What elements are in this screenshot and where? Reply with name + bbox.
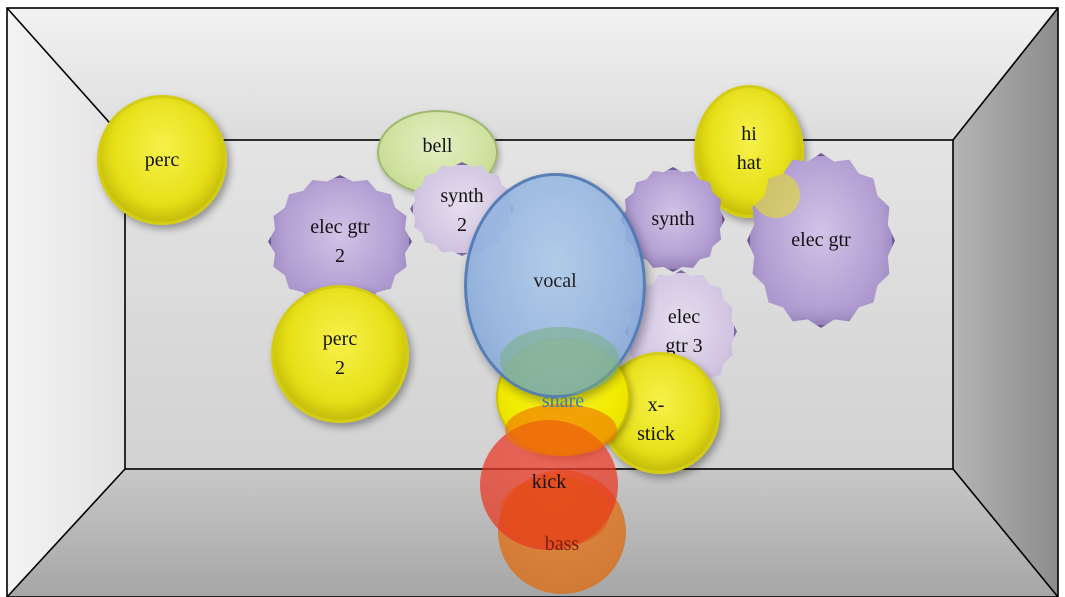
hi-hat-label: hi hat (736, 123, 762, 174)
ceiling (7, 8, 1058, 140)
perc-label: perc (144, 148, 180, 171)
synth-label: synth (651, 208, 695, 230)
bass-label: bass (544, 532, 580, 555)
left-wall (7, 8, 125, 597)
kick-label: kick (531, 470, 567, 493)
perc-2-label: perc 2 (322, 328, 358, 379)
synth-2-label: synth 2 (440, 185, 484, 236)
snare-label: snare (541, 389, 585, 412)
elec-gtr-blob[interactable]: elec gtr (747, 153, 895, 328)
perc-disc[interactable]: perc (97, 95, 227, 225)
vocal-disc[interactable]: vocal (464, 173, 646, 398)
vocal-label: vocal (533, 270, 577, 292)
right-wall (953, 8, 1058, 597)
bell-label: bell (422, 135, 453, 157)
x-stick-label: x- stick (637, 394, 675, 445)
perc-2-disc[interactable]: perc 2 (271, 285, 409, 423)
elec-gtr-2-label: elec gtr 2 (310, 215, 370, 267)
hi-hat-disc[interactable]: hi hat (694, 85, 804, 218)
elec-gtr-3-label: elec gtr 3 (665, 305, 703, 357)
elec-gtr-label: elec gtr (791, 229, 851, 251)
